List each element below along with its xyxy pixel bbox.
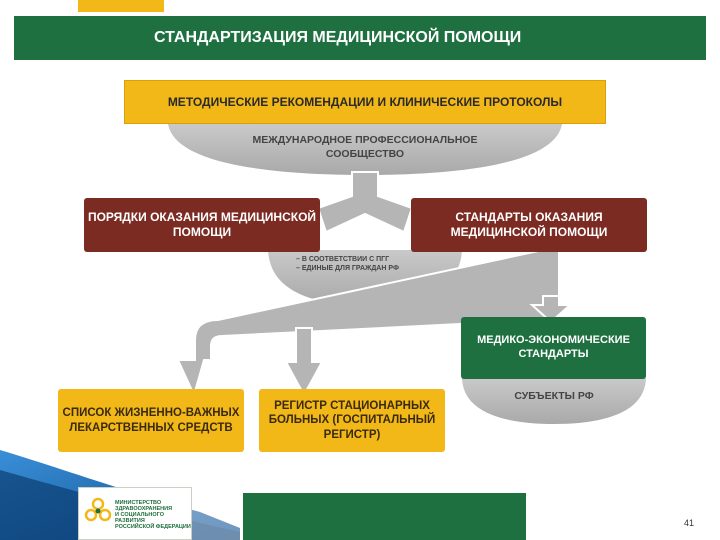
subjects-label: СУБЪЕКТЫ РФ (514, 390, 594, 402)
ministry-emblem-icon (84, 497, 112, 522)
logo-line: ЗДРАВООХРАНЕНИЯ (115, 506, 173, 513)
procedures-box: ПОРЯДКИ ОКАЗАНИЯ МЕДИЦИНСКОЙ ПОМОЩИ (84, 198, 320, 252)
note-item: – В СООТВЕТСТВИИ С ПГГ (296, 256, 390, 263)
split-arrow (316, 171, 414, 234)
community-label: МЕЖДУНАРОДНОЕ ПРОФЕССИОНАЛЬНОЕ СООБЩЕСТВ… (252, 134, 478, 160)
note-item: – ЕДИНЫЕ ДЛЯ ГРАЖДАН РФ (296, 265, 399, 273)
ministry-logo: МИНИСТЕРСТВО ЗДРАВООХРАНЕНИЯ И СОЦИАЛЬНО… (78, 487, 192, 540)
standards-box: СТАНДАРТЫ ОКАЗАНИЯ МЕДИЦИНСКОЙ ПОМОЩИ (411, 198, 647, 252)
green-arrow (529, 295, 573, 324)
community-lens (168, 124, 562, 175)
logo-line: МИНИСТЕРСТВО (115, 500, 162, 506)
methodical-recommendations-bar: МЕТОДИЧЕСКИЕ РЕКОМЕНДАЦИИ И КЛИНИЧЕСКИЕ … (124, 80, 606, 124)
footer-bar (243, 493, 526, 540)
page-number: 41 (684, 518, 695, 528)
page-title: СТАНДАРТИЗАЦИЯ МЕДИЦИНСКОЙ ПОМОЩИ (14, 16, 706, 60)
vital-drugs-list-box: СПИСОК ЖИЗНЕННО-ВАЖНЫХ ЛЕКАРСТВЕННЫХ СРЕ… (58, 389, 244, 452)
logo-line: И СОЦИАЛЬНОГО РАЗВИТИЯ (115, 512, 164, 525)
logo-line: РОССИЙСКОЙ ФЕДЕРАЦИИ (115, 524, 191, 531)
top-accent (78, 0, 164, 12)
hospital-register-box: РЕГИСТР СТАЦИОНАРНЫХ БОЛЬНЫХ (ГОСПИТАЛЬН… (259, 389, 445, 452)
medico-economic-standards-box: МЕДИКО-ЭКОНОМИЧЕСКИЕ СТАНДАРТЫ (461, 317, 646, 379)
branch-arrow-second (284, 327, 324, 398)
notes-list: – В СООТВЕТСТВИИ С ПГГ – ЕДИНЫЕ ДЛЯ ГРАЖ… (296, 255, 446, 274)
subjects-lens (462, 378, 646, 424)
